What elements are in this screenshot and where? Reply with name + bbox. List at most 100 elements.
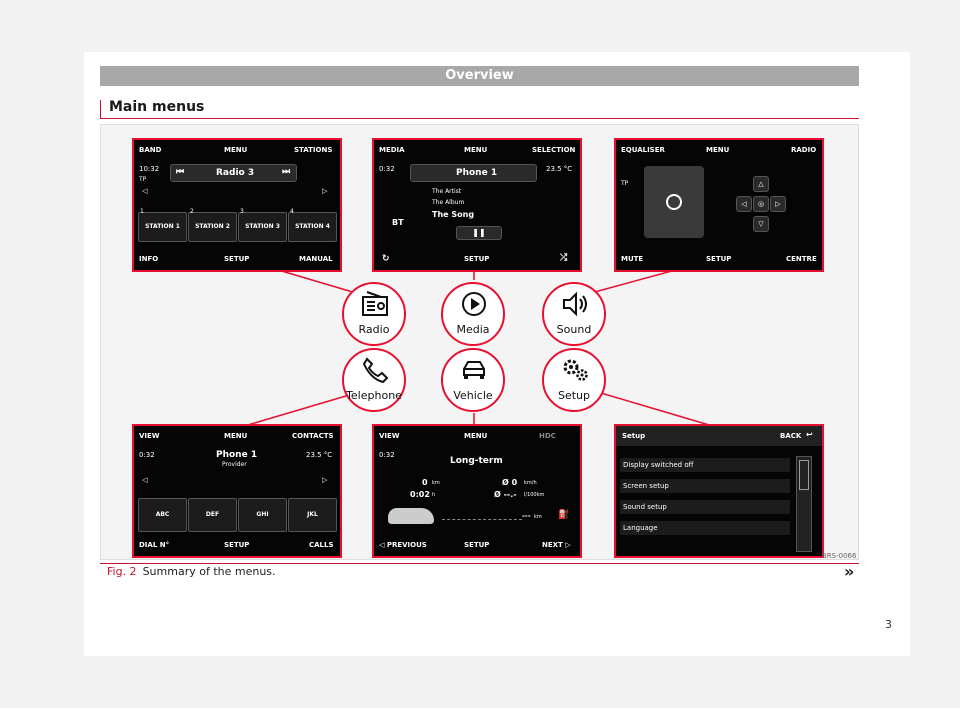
mute-button[interactable]: MUTE xyxy=(621,255,644,263)
setup-label: Setup xyxy=(557,389,591,402)
trip-title: Long-term xyxy=(450,456,503,466)
radio-menu-icon[interactable]: Radio xyxy=(342,282,406,346)
info-button[interactable]: INFO xyxy=(139,255,159,263)
arrow-left-icon[interactable]: ◁ xyxy=(736,196,752,212)
continue-mark: » xyxy=(844,562,855,581)
setup-button[interactable]: SETUP xyxy=(464,541,490,549)
setup-item[interactable]: Display switched off xyxy=(620,458,790,472)
setup-menu-icon[interactable]: Setup xyxy=(542,348,606,412)
menu-button[interactable]: MENU xyxy=(464,146,488,154)
preset-number: 2 xyxy=(190,208,194,215)
station-display xyxy=(170,164,297,182)
setup-button[interactable]: SETUP xyxy=(464,255,490,263)
shuffle-icon[interactable]: ⤮ xyxy=(560,253,568,263)
phone-title: Phone 1 xyxy=(216,450,258,460)
station-preset-1[interactable]: STATION 1 xyxy=(138,212,187,242)
menu-button[interactable]: MENU xyxy=(224,432,248,440)
menu-button[interactable]: MENU xyxy=(464,432,488,440)
figure-code: BRS-0066 xyxy=(822,552,857,560)
clock: 0:32 xyxy=(379,165,395,173)
arrow-left-icon[interactable]: ◁ xyxy=(142,476,148,484)
dial-key-jkl[interactable]: JKL xyxy=(288,498,337,532)
radio-title: Radio 3 xyxy=(216,168,255,178)
range-unit: km xyxy=(534,514,542,520)
dial-key-ghi[interactable]: GHI xyxy=(238,498,287,532)
view-button[interactable]: VIEW xyxy=(139,432,160,440)
car-icon xyxy=(463,361,485,379)
setup-button[interactable]: SETUP xyxy=(224,255,250,263)
artist: The Artist xyxy=(432,188,462,195)
contacts-button[interactable]: CONTACTS xyxy=(292,432,334,440)
back-button[interactable]: BACK xyxy=(780,432,802,440)
sound-screen: EQUALISER MENU RADIO TP △ ◁ ◎ ▷ ▽ MUTE S… xyxy=(614,138,824,272)
preset-number: 1 xyxy=(140,208,144,215)
distance-value: 0 xyxy=(422,478,428,487)
scrollbar[interactable] xyxy=(796,456,812,552)
section-title: Main menus xyxy=(109,99,205,115)
view-button[interactable]: VIEW xyxy=(379,432,400,440)
band-button[interactable]: BAND xyxy=(139,146,162,154)
provider: Provider xyxy=(222,461,247,468)
dial-key-def[interactable]: DEF xyxy=(188,498,237,532)
clock: 0:32 xyxy=(379,451,395,459)
source-display xyxy=(410,164,537,182)
centre-button[interactable]: CENTRE xyxy=(786,255,817,263)
setup-item[interactable]: Screen setup xyxy=(620,479,790,493)
arrow-right-icon[interactable]: ▷ xyxy=(322,187,328,195)
repeat-icon[interactable]: ↻ xyxy=(382,254,390,264)
arrow-right-icon[interactable]: ▷ xyxy=(770,196,786,212)
vehicle-screen: VIEW MENU HDC 0:32 Long-term 0 km Ø 0 km… xyxy=(372,424,582,558)
center-icon[interactable]: ◎ xyxy=(753,196,769,212)
clock: 0:32 xyxy=(139,451,155,459)
fuel-pump-icon: ⛽ xyxy=(558,510,570,520)
calls-button[interactable]: CALLS xyxy=(309,541,334,549)
arrow-down-icon[interactable]: ▽ xyxy=(753,216,769,232)
setup-button[interactable]: SETUP xyxy=(706,255,732,263)
section-underline xyxy=(100,118,859,119)
dial-number-button[interactable]: DIAL N° xyxy=(139,541,170,549)
avg-consumption-value: Ø --.- xyxy=(494,490,517,499)
bluetooth-label: BT xyxy=(392,218,404,227)
stations-button[interactable]: STATIONS xyxy=(294,146,333,154)
hdc-button[interactable]: HDC xyxy=(539,432,556,440)
balance-point-icon[interactable] xyxy=(666,194,682,210)
speaker-icon xyxy=(563,291,587,317)
distance-unit: km xyxy=(432,480,440,486)
pause-button[interactable]: ❚❚ xyxy=(456,226,502,240)
station-preset-2[interactable]: STATION 2 xyxy=(188,212,237,242)
equaliser-button[interactable]: EQUALISER xyxy=(621,146,665,154)
next-button[interactable]: NEXT ▷ xyxy=(542,541,571,549)
caption-text: Summary of the menus. xyxy=(142,565,276,578)
setup-button[interactable]: SETUP xyxy=(224,541,250,549)
station-preset-3[interactable]: STATION 3 xyxy=(238,212,287,242)
setup-item[interactable]: Language xyxy=(620,521,790,535)
vehicle-menu-icon[interactable]: Vehicle xyxy=(441,348,505,412)
back-arrow-icon[interactable]: ↩ xyxy=(806,430,813,439)
media-menu-icon[interactable]: Media xyxy=(441,282,505,346)
sound-menu-icon[interactable]: Sound xyxy=(542,282,606,346)
media-button[interactable]: MEDIA xyxy=(379,146,405,154)
station-preset-4[interactable]: STATION 4 xyxy=(288,212,337,242)
arrow-right-icon[interactable]: ▷ xyxy=(322,476,328,484)
setup-screen: Setup BACK ↩ Display switched off Screen… xyxy=(614,424,824,558)
manual-button[interactable]: MANUAL xyxy=(299,255,333,263)
selection-button[interactable]: SELECTION xyxy=(532,146,576,154)
gears-icon xyxy=(563,359,588,381)
preset-number: 4 xyxy=(290,208,294,215)
avg-consumption-unit: l/100km xyxy=(524,492,545,498)
radio-button[interactable]: RADIO xyxy=(791,146,817,154)
dial-key-abc[interactable]: ABC xyxy=(138,498,187,532)
scrollbar-thumb[interactable] xyxy=(799,460,809,490)
menu-button[interactable]: MENU xyxy=(224,146,248,154)
setup-item[interactable]: Sound setup xyxy=(620,500,790,514)
arrow-left-icon[interactable]: ◁ xyxy=(142,187,148,195)
telephone-menu-icon[interactable]: Telephone xyxy=(342,348,406,412)
arrow-up-icon[interactable]: △ xyxy=(753,176,769,192)
phone-handset-icon xyxy=(362,357,389,383)
page-number: 3 xyxy=(885,618,892,631)
next-track-icon[interactable]: ⏭ xyxy=(282,167,291,177)
prev-track-icon[interactable]: ⏮ xyxy=(176,167,185,177)
previous-button[interactable]: ◁ PREVIOUS xyxy=(379,541,427,549)
menu-button[interactable]: MENU xyxy=(706,146,730,154)
range-value: --- xyxy=(522,512,531,520)
